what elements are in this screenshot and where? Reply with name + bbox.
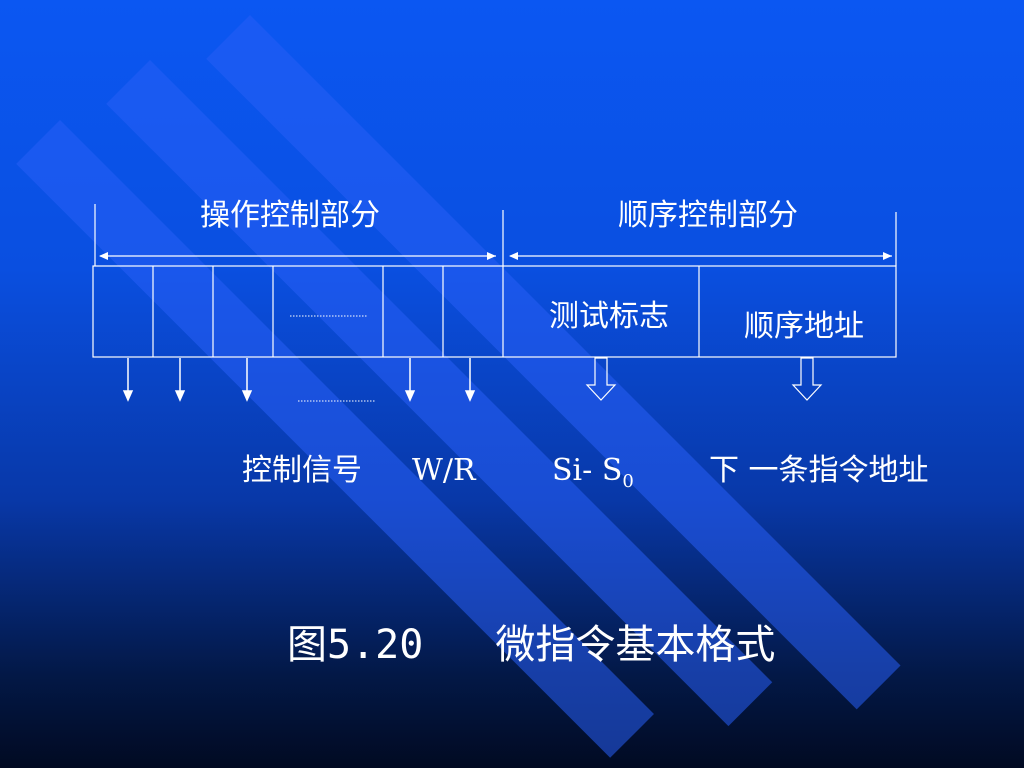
operation-control-label: 操作控制部分: [200, 198, 380, 233]
si-s0-label: Si- S0: [552, 456, 634, 491]
instruction-box: [92, 265, 897, 358]
figure-title: 微指令基本格式: [495, 622, 776, 668]
test-flag-label: 测试标志: [549, 299, 669, 334]
block-arrow-test: [585, 357, 617, 401]
control-signal-label: 控制信号: [242, 453, 362, 488]
si-subscript: 0: [622, 471, 634, 492]
block-arrow-next: [791, 357, 823, 401]
bracket-lines: [94, 204, 897, 266]
seq-address-label: 顺序地址: [744, 309, 864, 344]
figure-number: 图5.20: [287, 622, 424, 668]
wr-label: W/R: [412, 453, 476, 488]
sequence-control-label: 顺序控制部分: [618, 198, 798, 233]
si-text: Si- S: [552, 453, 623, 488]
figure-caption: 图5.20 微指令基本格式: [287, 612, 775, 670]
signal-arrows: [122, 358, 476, 402]
next-address-label: 下 一条指令地址: [709, 453, 929, 488]
